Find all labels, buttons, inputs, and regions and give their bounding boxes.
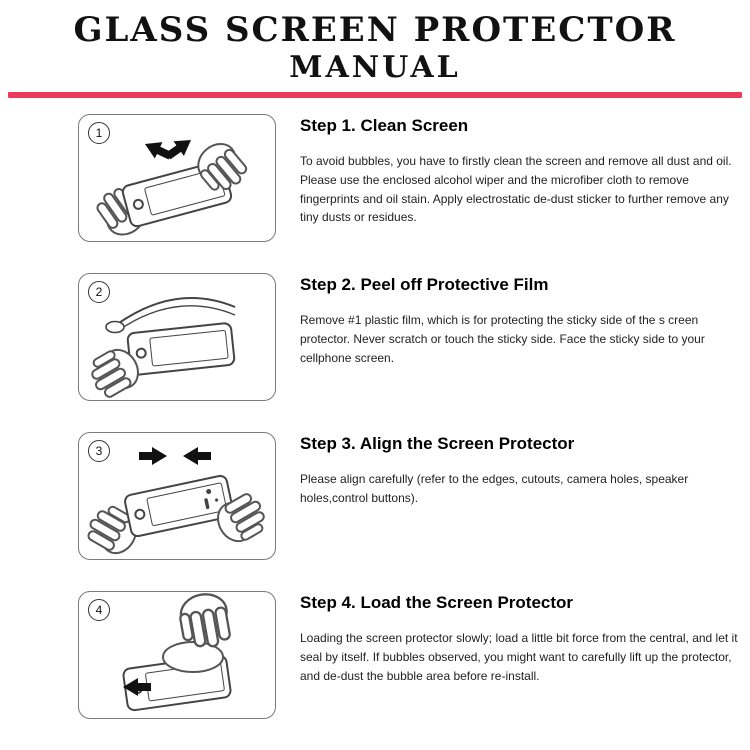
step2-illustration-box: 2	[78, 273, 276, 402]
step-number-badge: 1	[88, 122, 110, 145]
step4-text: Step 4. Load the Screen Protector Loadin…	[300, 591, 740, 685]
step-row-4: 4 Step 4. Load the Screen Protector Load…	[0, 591, 750, 720]
step2-body: Remove #1 plastic film, which is for pro…	[300, 313, 705, 365]
step1-illustration-box: 1	[78, 114, 276, 243]
manual-page: GLASS SCREEN PROTECTOR MANUAL 1 Step 1. …	[0, 0, 750, 720]
page-title: GLASS SCREEN PROTECTOR	[73, 10, 677, 50]
film-icon	[118, 297, 236, 325]
step3-illustration-box: 3	[78, 432, 276, 561]
arrow-icon	[183, 447, 211, 466]
step4-illustration-box: 4	[78, 591, 276, 720]
step1-body: To avoid bubbles, you have to firstly cl…	[300, 154, 732, 225]
page-subtitle: MANUAL	[289, 50, 461, 86]
film-icon	[118, 305, 236, 331]
step-number-badge: 3	[88, 440, 110, 463]
camera-speaker-icons	[204, 489, 219, 510]
step1-text: Step 1. Clean Screen To avoid bubbles, y…	[300, 114, 740, 226]
step3-heading: Step 3. Align the Screen Protector	[300, 434, 575, 454]
align-protector-illustration	[81, 447, 273, 560]
step-row-1: 1 Step 1. Clean Screen To avoid bubbles,…	[0, 114, 750, 243]
phone-icon	[126, 322, 236, 377]
step-row-3: 3 Step 3. Align the Screen Protector Ple…	[0, 432, 750, 561]
step3-body: Please align carefully (refer to the edg…	[300, 472, 689, 505]
title-divider	[8, 92, 742, 99]
peel-film-illustration	[83, 297, 236, 401]
step2-text: Step 2. Peel off Protective Film Remove …	[300, 273, 740, 367]
cloth-icon	[162, 641, 224, 674]
step4-heading: Step 4. Load the Screen Protector	[300, 593, 574, 613]
step-number-badge: 4	[88, 599, 110, 622]
step-row-2: 2 Step 2. Peel off Protective Film Remov…	[0, 273, 750, 402]
arrow-icon	[141, 136, 175, 165]
step-number-badge: 2	[88, 281, 110, 304]
title-block: GLASS SCREEN PROTECTOR MANUAL	[0, 0, 750, 84]
load-protector-illustration	[121, 592, 234, 713]
step4-body: Loading the screen protector slowly; loa…	[300, 631, 738, 683]
pull-tab-icon	[105, 321, 125, 334]
step3-text: Step 3. Align the Screen Protector Pleas…	[300, 432, 740, 507]
step2-heading: Step 2. Peel off Protective Film	[300, 275, 549, 295]
arrow-icon	[139, 447, 167, 466]
phone-icon	[122, 474, 236, 539]
step1-heading: Step 1. Clean Screen	[300, 116, 469, 136]
